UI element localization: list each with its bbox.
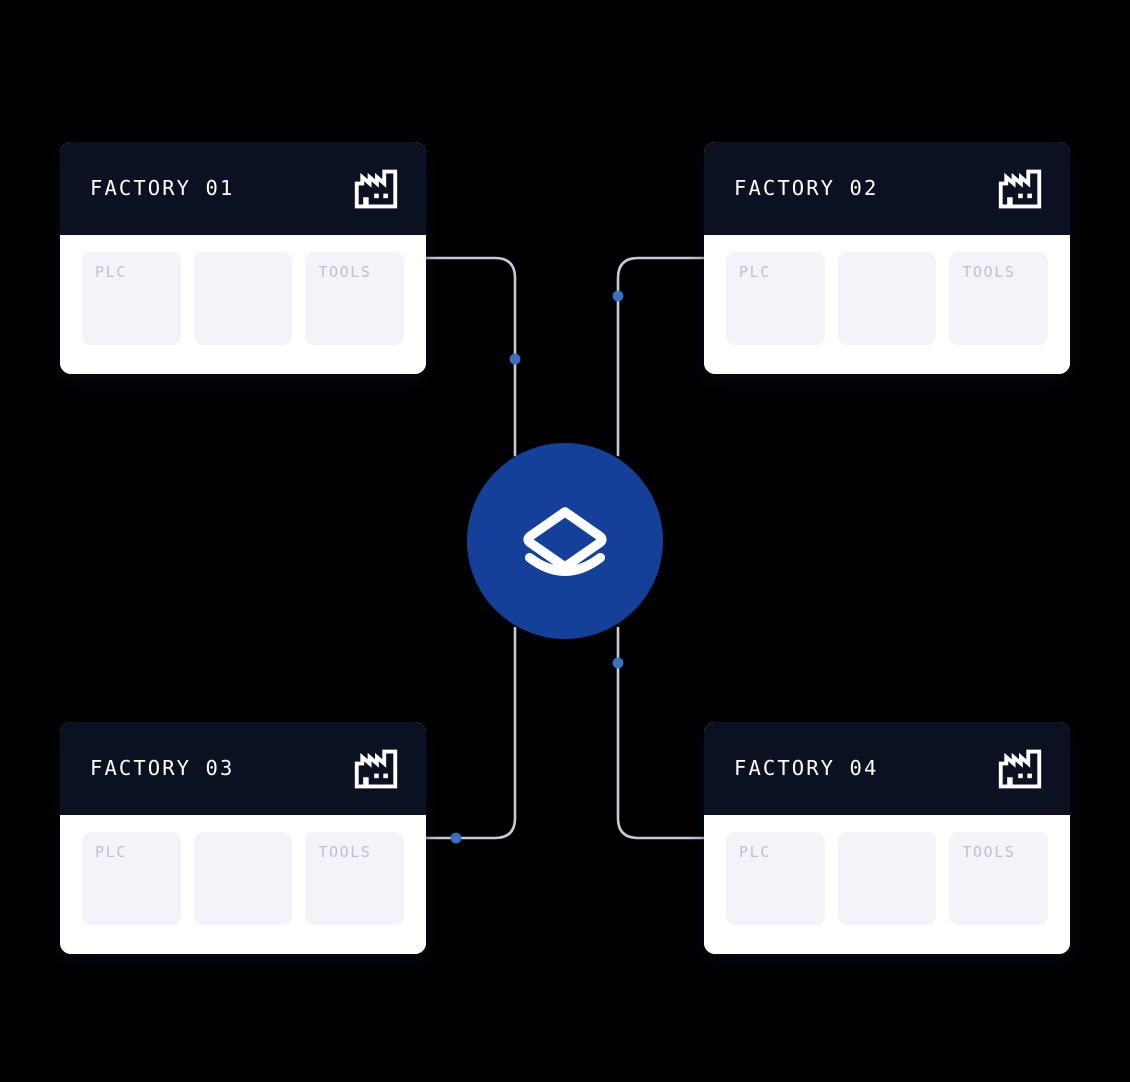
device-slot-label: PLC [95,843,127,861]
device-slot-tools[interactable]: TOOLS [305,832,405,925]
device-slot-label: PLC [739,263,771,281]
connector-path-factory-03 [424,626,517,840]
connector-path-factory-02 [616,256,706,457]
factory-card-factory-04[interactable]: FACTORY 04 PLC TOOLS [704,722,1070,954]
factory-icon [354,169,398,208]
factory-card-factory-02[interactable]: FACTORY 02 PLC TOOLS [704,142,1070,374]
device-slot-plc[interactable]: PLC [726,252,825,345]
layers-stack-icon [523,507,607,576]
device-slot-label: PLC [739,843,771,861]
factory-card-factory-03[interactable]: FACTORY 03 PLC TOOLS [60,722,426,954]
connector-dot-factory-02[interactable] [612,290,624,302]
card-title: FACTORY 02 [734,176,879,201]
device-slot-empty[interactable] [193,252,293,345]
card-body: PLC TOOLS [60,815,426,954]
connector-dot-factory-03[interactable] [450,832,462,844]
device-slot-plc[interactable]: PLC [82,832,181,925]
card-body: PLC TOOLS [704,815,1070,954]
device-slot-plc[interactable]: PLC [82,252,181,345]
device-slot-label: TOOLS [962,843,1016,861]
factory-icon [354,749,398,788]
device-slot-tools[interactable]: TOOLS [305,252,405,345]
device-slot-empty[interactable] [837,252,937,345]
platform-hub-node[interactable] [467,443,663,639]
card-header: FACTORY 04 [704,722,1070,815]
factory-card-factory-01[interactable]: FACTORY 01 PLC TOOLS [60,142,426,374]
card-title: FACTORY 04 [734,756,879,781]
device-slot-tools[interactable]: TOOLS [949,252,1049,345]
card-title: FACTORY 01 [90,176,235,201]
connector-path-factory-01 [424,256,517,457]
connector-dot-factory-04[interactable] [612,657,624,669]
factory-icon [998,169,1042,208]
card-body: PLC TOOLS [60,235,426,374]
device-slot-label: TOOLS [318,843,372,861]
factory-icon [998,749,1042,788]
device-slot-empty[interactable] [193,832,293,925]
device-slot-empty[interactable] [837,832,937,925]
device-slot-tools[interactable]: TOOLS [949,832,1049,925]
device-slot-label: PLC [95,263,127,281]
connector-dot-factory-01[interactable] [509,353,521,365]
card-body: PLC TOOLS [704,235,1070,374]
card-header: FACTORY 02 [704,142,1070,235]
connector-path-factory-04 [616,626,706,840]
device-slot-label: TOOLS [318,263,372,281]
device-slot-plc[interactable]: PLC [726,832,825,925]
card-title: FACTORY 03 [90,756,235,781]
card-header: FACTORY 01 [60,142,426,235]
device-slot-label: TOOLS [962,263,1016,281]
card-header: FACTORY 03 [60,722,426,815]
